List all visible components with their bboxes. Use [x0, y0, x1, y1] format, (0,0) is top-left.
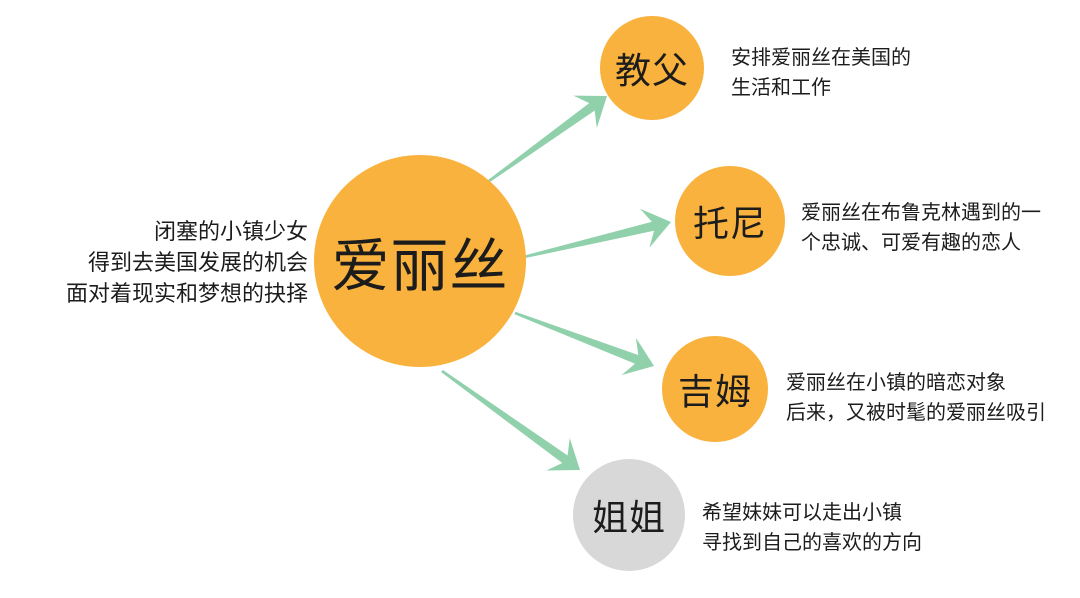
node-tony-description: 爱丽丝在布鲁克林遇到的一 个忠诚、可爱有趣的恋人 [801, 198, 1041, 258]
intro-line-1: 闭塞的小镇少女 [153, 219, 308, 244]
node-sister-description: 希望妹妹可以走出小镇 寻找到自己的喜欢的方向 [702, 498, 922, 558]
intro-line-3: 面对着现实和梦想的抉择 [65, 281, 308, 306]
arrow-to-sister [441, 369, 580, 471]
node-jim-label: 吉姆 [677, 371, 752, 412]
arrow-to-godfather [488, 95, 607, 183]
node-godfather: 教父 [600, 16, 704, 120]
node-alice: 爱丽丝 [314, 155, 526, 367]
desc-line: 生活和工作 [731, 77, 831, 99]
desc-line: 后来，又被时髦的爱丽丝吸引 [786, 402, 1046, 424]
desc-line: 希望妹妹可以走出小镇 [702, 502, 902, 524]
arrow-to-jim [514, 311, 654, 376]
desc-line: 个忠诚、可爱有趣的恋人 [801, 232, 1021, 254]
desc-line: 爱丽丝在小镇的暗恋对象 [786, 372, 1006, 394]
node-sister: 姐姐 [573, 459, 685, 571]
center-node-description: 闭塞的小镇少女 得到去美国发展的机会 面对着现实和梦想的抉择 [8, 216, 308, 309]
arrow-to-tony [523, 208, 671, 259]
node-jim: 吉姆 [662, 336, 768, 442]
desc-line: 寻找到自己的喜欢的方向 [702, 532, 922, 554]
node-jim-description: 爱丽丝在小镇的暗恋对象 后来，又被时髦的爱丽丝吸引 [786, 368, 1046, 428]
node-sister-label: 姐姐 [591, 497, 666, 538]
intro-line-2: 得到去美国发展的机会 [87, 250, 308, 275]
node-godfather-label: 教父 [614, 50, 689, 91]
node-tony: 托尼 [675, 166, 785, 276]
node-alice-label: 爱丽丝 [331, 234, 509, 299]
desc-line: 安排爱丽丝在美国的 [731, 47, 911, 69]
node-godfather-description: 安排爱丽丝在美国的 生活和工作 [731, 43, 911, 103]
node-tony-label: 托尼 [692, 203, 767, 244]
desc-line: 爱丽丝在布鲁克林遇到的一 [801, 202, 1041, 224]
